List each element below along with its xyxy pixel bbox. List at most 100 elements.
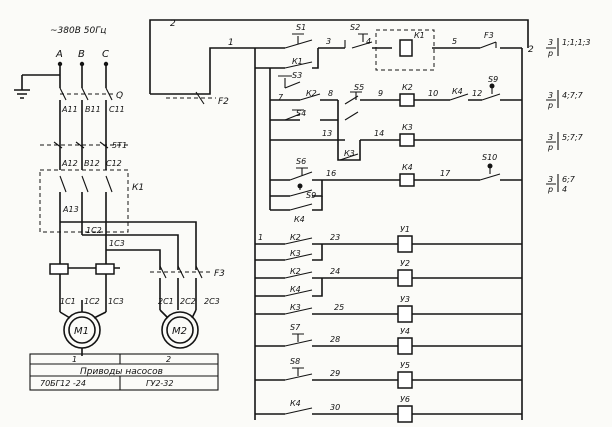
phase-supply-wires — [59, 64, 107, 88]
button-s4: S4 — [284, 109, 306, 121]
ref-k4: 3 р 6;7 4 — [546, 174, 576, 194]
coil-k1-label: К1 — [414, 31, 425, 40]
svg-text:р: р — [547, 143, 553, 152]
fuse-a11-label: А11 — [61, 105, 78, 114]
node-24-label: 24 — [330, 267, 340, 276]
ground-icon — [14, 74, 60, 99]
terminal-2c1-label: 2С1 — [158, 297, 174, 306]
terminal-1c3-label: 1С3 — [108, 297, 124, 306]
node-9-label: 9 — [378, 89, 383, 98]
node-3-label: 3 — [326, 37, 331, 46]
coil-u2-label: У2 — [400, 259, 410, 268]
contact-k1-label: К1 — [292, 57, 303, 66]
title-col1: 1 — [72, 355, 77, 364]
contact-k4-label: К4 — [452, 87, 463, 96]
node-b12-label: В12 — [84, 159, 100, 168]
fuse-group-label: 5Т1 — [112, 141, 127, 150]
svg-text:р: р — [547, 101, 553, 110]
coil-u6-label: У6 — [400, 395, 410, 404]
row-u2-contact-k4: К4 — [290, 285, 301, 294]
node-a12-label: А12 — [61, 159, 78, 168]
contact-k3-label: К3 — [344, 149, 355, 158]
motor-m2: М2 — [161, 311, 199, 349]
coil-k2-label: К2 — [402, 83, 413, 92]
node-23-label: 23 — [330, 233, 340, 242]
button-s1-label: S1 — [296, 23, 306, 32]
terminal-1c2-label: 1С2 — [84, 297, 100, 306]
svg-text:3: 3 — [548, 91, 553, 100]
button-s5-label: S5 — [354, 83, 364, 92]
coil-u4 — [397, 337, 413, 355]
svg-text:3: 3 — [548, 175, 553, 184]
control-circuit: 1 2 S1 К1 3 S2 4 К1 5 F3 — [228, 23, 534, 423]
svg-text:6;7: 6;7 — [562, 175, 576, 184]
title-caption: Приводы насосов — [80, 367, 163, 377]
svg-text:3: 3 — [548, 38, 553, 47]
contact-k2-hold: К2 — [299, 89, 321, 101]
thermal-heater-2 — [95, 263, 115, 275]
node-13-label: 13 — [322, 129, 332, 138]
coil-k3: К3 — [399, 123, 415, 147]
node-1-lower-label: 1 — [258, 233, 263, 242]
contact-k4-interlock: К4 — [449, 87, 469, 101]
button-s5: S5 — [344, 83, 364, 121]
button-s9-row2: S9 — [481, 75, 501, 101]
coil-k3-label: К3 — [402, 123, 413, 132]
motor-m2-label: М2 — [172, 326, 187, 337]
coil-k4-label: К4 — [402, 163, 413, 172]
solenoid-rows: К2 23 У1 1 К3 К2 24 У2 К4 К3 25 У3 — [255, 225, 522, 423]
svg-text:р: р — [547, 49, 553, 58]
button-s9-label: S9 — [306, 191, 316, 200]
node-16-label: 16 — [326, 169, 336, 178]
ref-k3: 3 р 5;7;7 — [546, 132, 584, 152]
row-u2-contact-k2: К2 — [290, 267, 301, 276]
coil-k1: К1 — [375, 29, 435, 71]
node-8-label: 8 — [328, 89, 333, 98]
thermal-f2-label: F2 — [218, 97, 229, 107]
button-s1: S1 — [284, 23, 313, 49]
button-s6-label: S6 — [296, 157, 306, 166]
button-s9-top-label: S9 — [488, 75, 498, 84]
node-28-label: 28 — [330, 335, 340, 344]
row-u5-button-s8: S8 — [290, 357, 300, 366]
terminal-2c3-label: 2С3 — [204, 297, 220, 306]
node-4-label: 4 — [366, 37, 371, 46]
title-col2: 2 — [166, 355, 171, 364]
ref-k2: 3 р 4;7;7 — [546, 90, 584, 110]
node-25-label: 25 — [334, 303, 344, 312]
contact-references: 3 р 1;1;1;3 3 р 4;7;7 3 р 5;7;7 3 р 6;7 … — [546, 38, 590, 194]
phase-b-label: B — [78, 49, 85, 60]
row-u4-button-s7: S7 — [290, 323, 301, 332]
button-s3: S3 — [278, 71, 302, 89]
terminal-1c1-label: 1С1 — [60, 297, 76, 306]
node-1c3-label: 1С3 — [109, 239, 125, 248]
button-s9: S9 — [289, 183, 316, 200]
row-u6-contact-k4: К4 — [290, 399, 301, 408]
node-2-label: 2 — [528, 45, 534, 55]
svg-text:3: 3 — [548, 133, 553, 142]
title-part2: ГУ2-32 — [146, 379, 174, 388]
coil-u5 — [397, 371, 413, 389]
button-s3-label: S3 — [292, 71, 302, 80]
thermal-relay-f3-power: F3 — [150, 265, 225, 279]
coil-u5-label: У5 — [400, 361, 410, 370]
coil-u3 — [397, 305, 413, 323]
contact-k1-hold: К1 — [284, 57, 313, 69]
motor-m1-label: М1 — [74, 326, 89, 337]
svg-text:5;7;7: 5;7;7 — [562, 133, 584, 142]
svg-text:р: р — [547, 185, 553, 194]
node-29-label: 29 — [330, 369, 340, 378]
contactor-k1-power: К1 — [39, 169, 144, 233]
node-10-label: 10 — [428, 89, 438, 98]
main-switch-label: Q — [116, 91, 123, 101]
phase-a-label: A — [55, 49, 63, 60]
thermal-contact-f3-label: F3 — [484, 31, 494, 40]
svg-text:4: 4 — [562, 185, 567, 194]
node-17-label: 17 — [440, 169, 451, 178]
supply-voltage-label: ~380В 50Гц — [50, 26, 106, 36]
node-7-label: 7 — [278, 93, 284, 102]
svg-text:1;1;1;3: 1;1;1;3 — [562, 38, 590, 47]
contact-k3-hold: К3 — [339, 149, 359, 161]
coil-u3-label: У3 — [400, 295, 410, 304]
